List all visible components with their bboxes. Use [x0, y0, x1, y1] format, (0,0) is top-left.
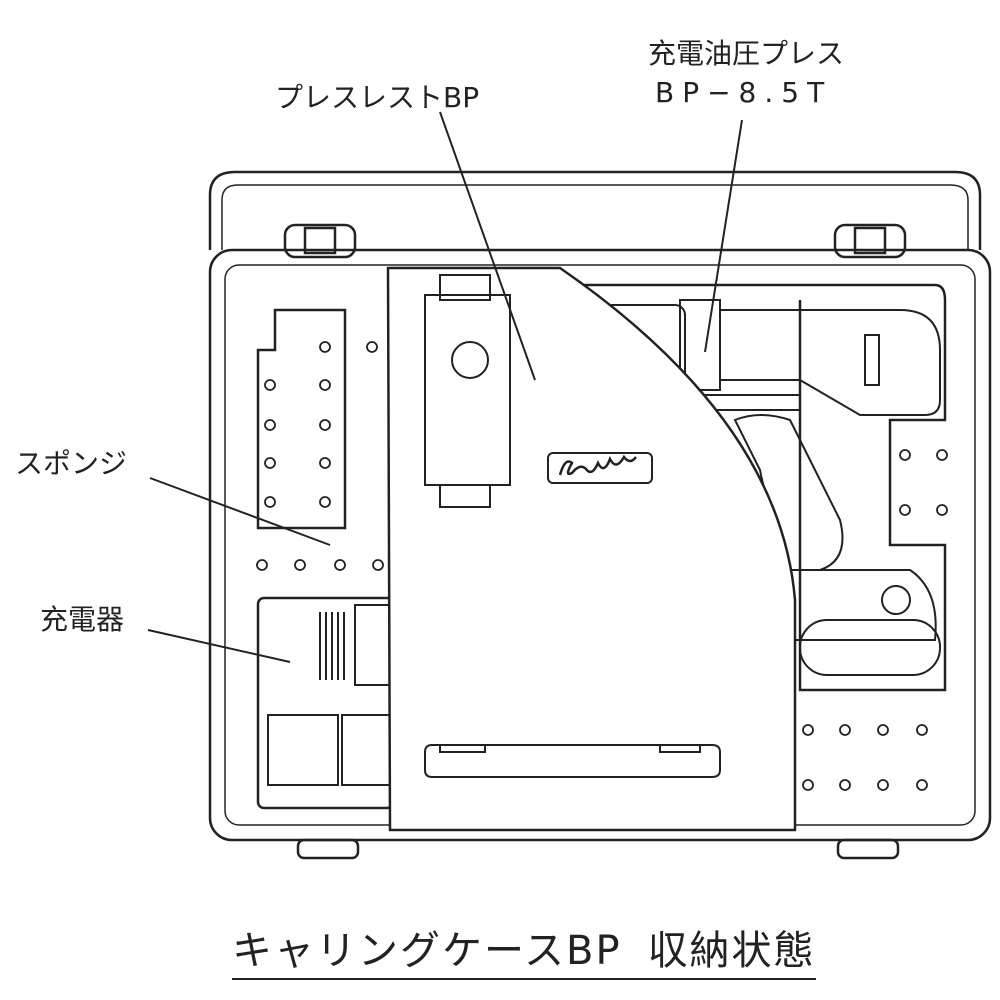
press-rest-handle	[424, 744, 721, 778]
label-press-model: BP−8.5T	[655, 76, 833, 109]
press-rest	[386, 266, 797, 832]
caption: キャリングケースBP 収納状態	[232, 918, 816, 980]
latch-right	[833, 223, 907, 259]
label-charger: 充電器	[40, 603, 125, 636]
caption-state: 収納状態	[647, 928, 816, 974]
hakken-logo	[547, 452, 653, 484]
sponge-holes	[256, 341, 948, 791]
foot-right	[836, 838, 900, 860]
foot-left	[296, 838, 360, 860]
charger	[267, 604, 393, 786]
label-press-rest: プレスレストBP	[275, 81, 480, 114]
label-press-name: 充電油圧プレス	[648, 37, 845, 70]
leader-press	[704, 119, 743, 353]
case-lid	[208, 170, 982, 250]
press-rest-holder	[424, 274, 511, 508]
leader-charger	[147, 629, 291, 663]
latch-left	[283, 223, 357, 259]
leader-press-rest	[439, 111, 536, 381]
sponge-block	[256, 308, 347, 530]
caption-name: キャリングケースBP	[232, 928, 622, 974]
hydraulic-press	[594, 299, 941, 676]
case-body	[208, 248, 992, 842]
leader-sponge	[149, 477, 331, 546]
tool-compartment	[560, 283, 947, 692]
label-sponge: スポンジ	[15, 447, 128, 480]
